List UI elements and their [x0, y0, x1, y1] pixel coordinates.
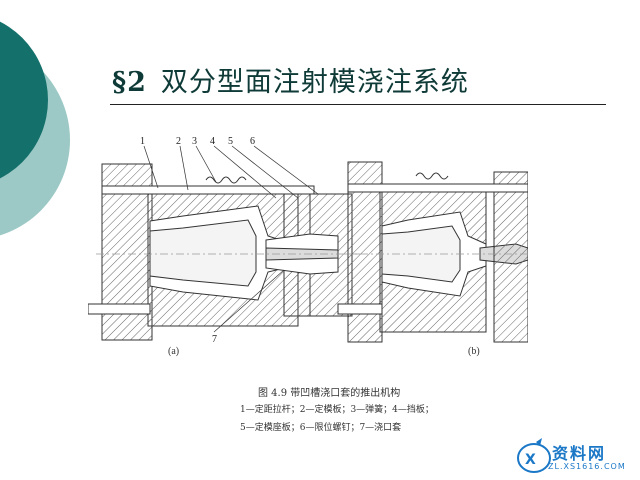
spring-b	[415, 172, 449, 180]
leader-1	[143, 145, 159, 189]
svg-text:X: X	[525, 452, 536, 468]
leader-2	[179, 145, 189, 191]
callout-6: 6	[250, 136, 255, 147]
title-section-mark: §2	[112, 67, 147, 98]
leader-6	[253, 145, 319, 195]
bottom-rod-b	[337, 303, 383, 315]
watermark-logo-icon: X	[517, 438, 551, 473]
callout-3: 3	[192, 136, 197, 147]
tie-rod-b	[347, 183, 528, 193]
leader-7	[213, 269, 285, 333]
mold-diagram	[88, 145, 528, 343]
callout-7: 7	[212, 334, 217, 345]
callout-5: 5	[228, 136, 233, 147]
title-text: 双分型面注射模浇注系统	[160, 67, 469, 98]
figure-label-a: (a)	[168, 346, 180, 357]
spring-a	[205, 176, 247, 184]
dark-teal-circle	[0, 21, 48, 179]
figure-label-b: (b)	[468, 346, 480, 357]
watermark-url: ZL.XS1616.COM	[548, 462, 626, 471]
tie-rod-a	[101, 185, 315, 195]
plate-b-right	[493, 171, 528, 343]
figure-caption-line-1: 1—定距拉杆；2—定模板；3—弹簧；4—挡板；	[240, 405, 434, 415]
leader-3	[195, 145, 217, 183]
callout-1: 1	[140, 136, 145, 147]
callout-4: 4	[210, 136, 215, 147]
leader-4	[213, 145, 277, 199]
figure-caption-title: 图 4.9 带凹槽浇口套的推出机构	[258, 388, 401, 399]
core-a	[149, 219, 257, 287]
decorative-circles	[0, 21, 70, 236]
figure-caption-line-2: 5—定模座板；6—限位螺钉；7—浇口套	[240, 423, 402, 433]
diagram-a	[88, 145, 360, 341]
diagram-b	[337, 161, 528, 343]
leader-5	[231, 145, 299, 199]
bottom-rod-a	[88, 303, 151, 315]
title-rule	[110, 104, 606, 105]
watermark-brand: 资料网	[552, 444, 607, 463]
sprue-channel-a	[265, 247, 339, 261]
callout-2: 2	[176, 136, 181, 147]
slide-title: §2 双分型面注射模浇注系统	[112, 60, 469, 99]
